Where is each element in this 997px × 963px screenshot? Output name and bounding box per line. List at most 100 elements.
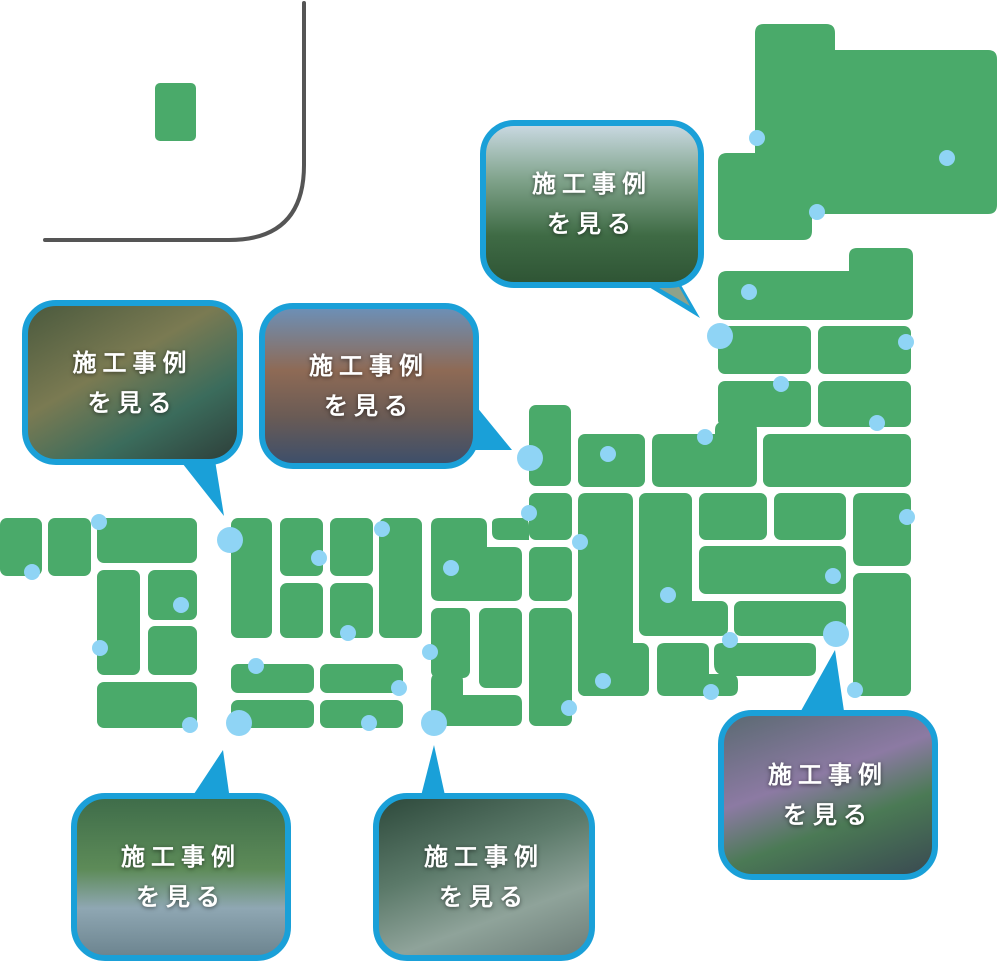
marker[interactable] [809, 204, 825, 220]
pref-aomori[interactable] [718, 248, 913, 320]
pref-hokkaido[interactable] [718, 24, 997, 240]
pref-oita[interactable] [148, 570, 197, 620]
marker[interactable] [823, 621, 849, 647]
marker[interactable] [91, 514, 107, 530]
pref-fukuoka[interactable] [97, 518, 197, 563]
pref-tottori[interactable] [330, 518, 373, 576]
yakushima-callout[interactable]: 施工事例を見る [373, 793, 595, 961]
marker[interactable] [92, 640, 108, 656]
kanto-callout-tail [797, 650, 845, 718]
yakushima-callout-tail [420, 745, 446, 800]
kanto-callout[interactable]: 施工事例を見る [718, 710, 938, 880]
marker[interactable] [248, 658, 264, 674]
marker[interactable] [741, 284, 757, 300]
pref-ishikawa-south[interactable] [529, 493, 572, 540]
marker[interactable] [311, 550, 327, 566]
marker[interactable] [939, 150, 955, 166]
tohoku-callout-tail [634, 278, 700, 318]
pref-miyazaki[interactable] [148, 626, 197, 675]
kyushu-callout-tail [190, 750, 230, 800]
pref-hyogo[interactable] [431, 518, 522, 601]
pref-nara[interactable] [479, 608, 522, 688]
pref-chiba[interactable] [853, 573, 911, 696]
pref-iwate[interactable] [818, 326, 911, 374]
marker[interactable] [660, 587, 676, 603]
marker[interactable] [749, 130, 765, 146]
marker[interactable] [899, 509, 915, 525]
pref-yamanashi[interactable] [673, 601, 728, 636]
marker[interactable] [898, 334, 914, 350]
chugoku-callout[interactable]: 施工事例を見る [22, 300, 243, 465]
pref-hiroshima[interactable] [280, 583, 323, 638]
okinawa-inset-border [43, 1, 306, 242]
tohoku-callout[interactable]: 施工事例を見る [480, 120, 704, 288]
pref-akita[interactable] [718, 326, 811, 374]
marker[interactable] [869, 415, 885, 431]
marker[interactable] [561, 700, 577, 716]
pref-kagawa[interactable] [320, 664, 403, 693]
pref-niigata[interactable] [652, 422, 757, 487]
marker[interactable] [825, 568, 841, 584]
callout-label: 施工事例を見る [532, 170, 652, 238]
marker[interactable] [443, 560, 459, 576]
marker[interactable] [722, 632, 738, 648]
marker[interactable] [217, 527, 243, 553]
marker[interactable] [182, 717, 198, 733]
pref-yamaguchi[interactable] [231, 518, 272, 638]
callout-label: 施工事例を見る [768, 761, 888, 829]
pref-saga[interactable] [48, 518, 91, 576]
callout-label: 施工事例を見る [424, 843, 544, 911]
marker[interactable] [703, 684, 719, 700]
pref-kumamoto[interactable] [97, 570, 140, 675]
pref-shimane[interactable] [280, 518, 323, 576]
marker[interactable] [595, 673, 611, 689]
pref-aichi[interactable] [578, 643, 649, 696]
pref-mie[interactable] [529, 608, 572, 726]
pref-okinawa[interactable] [155, 83, 196, 141]
marker[interactable] [697, 429, 713, 445]
marker[interactable] [173, 597, 189, 613]
pref-nagano[interactable] [639, 493, 692, 636]
marker[interactable] [374, 521, 390, 537]
marker[interactable] [391, 680, 407, 696]
pref-tokyo[interactable] [734, 601, 846, 636]
pref-yamagata[interactable] [718, 381, 811, 427]
marker[interactable] [847, 682, 863, 698]
pref-tokushima[interactable] [320, 700, 403, 728]
marker[interactable] [773, 376, 789, 392]
marker[interactable] [361, 715, 377, 731]
callout-label: 施工事例を見る [72, 348, 193, 417]
pref-fukushima[interactable] [763, 434, 911, 487]
marker[interactable] [600, 446, 616, 462]
pref-kanagawa[interactable] [714, 643, 816, 676]
marker[interactable] [421, 710, 447, 736]
marker[interactable] [521, 505, 537, 521]
location-markers [24, 130, 955, 736]
marker[interactable] [226, 710, 252, 736]
kyushu-callout[interactable]: 施工事例を見る [71, 793, 291, 961]
kanazawa-callout[interactable]: 施工事例を見る [259, 303, 479, 469]
pref-kyoto-north[interactable] [492, 518, 529, 540]
pref-osaka[interactable] [431, 608, 470, 678]
pref-ibaraki[interactable] [853, 493, 911, 566]
pref-miyagi[interactable] [818, 381, 911, 427]
pref-kagoshima[interactable] [97, 682, 197, 728]
pref-shiga[interactable] [529, 547, 572, 601]
marker[interactable] [707, 323, 733, 349]
pref-tochigi[interactable] [774, 493, 846, 540]
pref-nagasaki[interactable] [0, 518, 42, 576]
marker[interactable] [422, 644, 438, 660]
pref-okayama[interactable] [379, 518, 422, 638]
pref-ishikawa-north[interactable] [529, 405, 571, 486]
pref-shizuoka[interactable] [657, 643, 738, 696]
marker[interactable] [340, 625, 356, 641]
marker[interactable] [572, 534, 588, 550]
marker[interactable] [24, 564, 40, 580]
pref-okayama-west[interactable] [330, 583, 373, 638]
pref-ehime[interactable] [231, 664, 314, 693]
marker[interactable] [517, 445, 543, 471]
pref-gunma[interactable] [699, 493, 767, 540]
pref-saitama[interactable] [699, 546, 846, 594]
pref-wakayama[interactable] [431, 673, 522, 726]
